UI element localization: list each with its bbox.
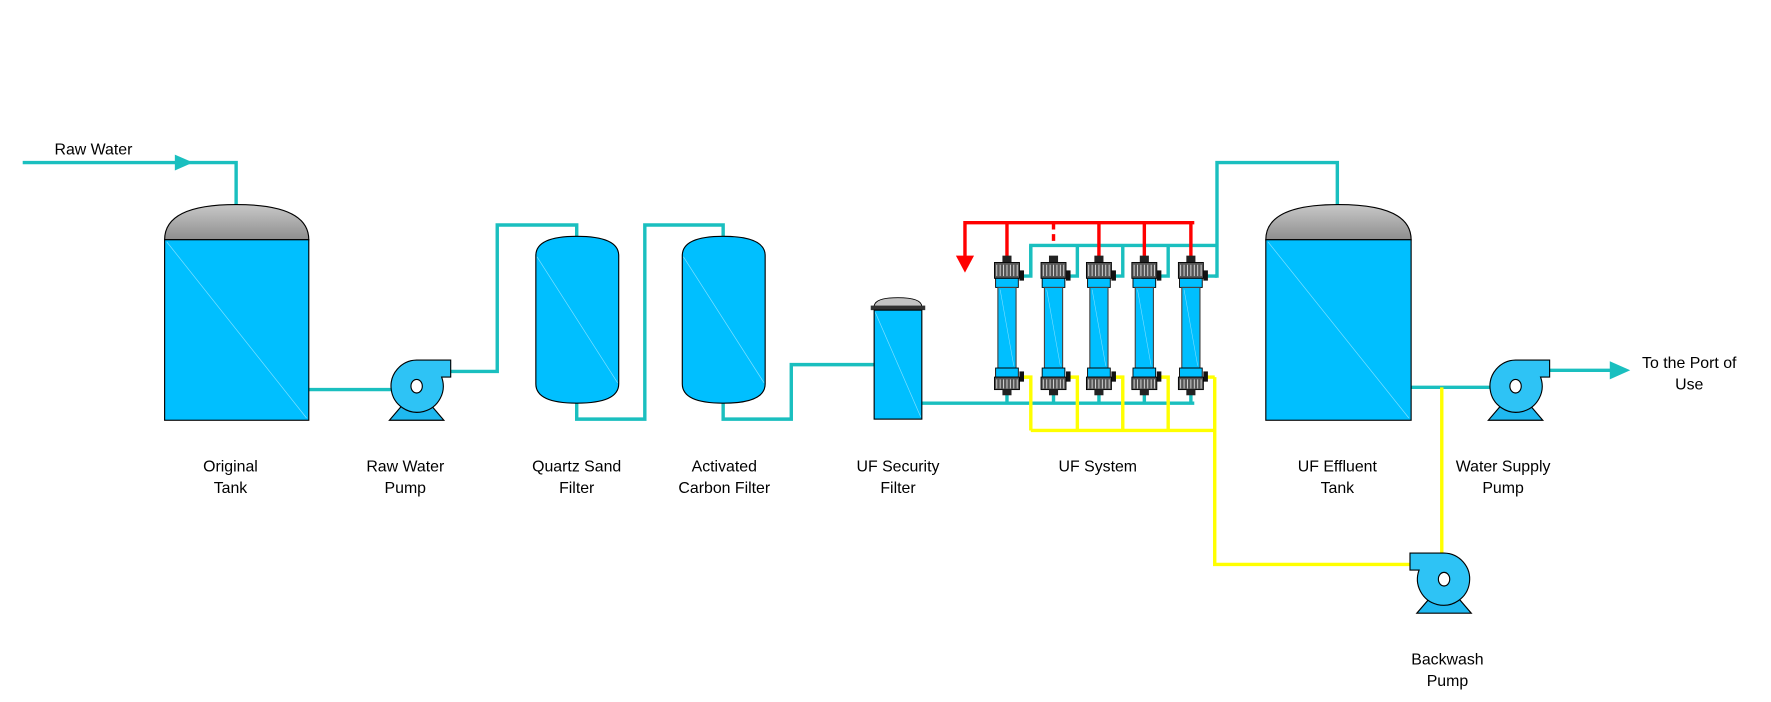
top-nozzle [1048, 255, 1059, 263]
top-band [1132, 277, 1157, 288]
backwash-pump-label: Backwash [1411, 651, 1483, 668]
raw-water-pump-label-2: Pump [385, 480, 427, 497]
bottom-band [1087, 367, 1111, 378]
bottom-side-port [1111, 371, 1116, 382]
bottom-side-port [1203, 371, 1208, 382]
bottom-band [1041, 367, 1066, 378]
drain-pipes [963, 221, 1195, 258]
quartz-sand-filter-label-2: Filter [559, 480, 595, 497]
top-side-port [1019, 270, 1025, 281]
backwash-drop-pipe [1069, 375, 1080, 431]
bottom-side-port [1066, 371, 1071, 382]
bottom-band [995, 367, 1019, 378]
uf-security-filter-label-2: Filter [880, 480, 916, 497]
bottom-band [1179, 367, 1203, 378]
bottom-side-port [1019, 371, 1025, 382]
bottom-nozzle [1094, 389, 1104, 396]
backwash-drop-pipe [1022, 375, 1033, 431]
pipe-carbon-to-security-filter [721, 362, 875, 421]
pump-eye [410, 378, 423, 394]
raw-water-inlet-pipe [22, 160, 238, 205]
uf-security-filter-label: UF Security [857, 458, 940, 475]
permeate-drop-pipe [1069, 245, 1080, 278]
top-nozzle [1094, 255, 1104, 263]
pipe-sand-to-carbon-filter [575, 223, 725, 421]
original-tank[interactable] [164, 203, 310, 421]
water-supply-pump-label-2: Pump [1482, 480, 1524, 497]
uf-effluent-tank-label-2: Tank [1321, 480, 1355, 497]
bottom-nozzle [1002, 389, 1012, 396]
permeate-drop-pipe [1114, 245, 1125, 278]
raw-water-label: Raw Water [54, 142, 133, 159]
backwash-drop-pipe [1160, 375, 1170, 431]
uf-membrane-module[interactable] [994, 255, 1025, 396]
backwash-drop-pipe [1114, 375, 1125, 431]
top-side-port [1111, 270, 1116, 281]
permeate-drop-pipe [1022, 245, 1033, 278]
top-band [995, 277, 1019, 288]
top-nozzle [1139, 255, 1149, 263]
pump-eye [1437, 571, 1451, 587]
pipe-pump-to-sand-filter [450, 223, 579, 374]
top-side-port [1203, 270, 1208, 281]
backwash-pump[interactable] [1409, 552, 1473, 614]
uf-effluent-tank-label: UF Effluent [1298, 458, 1378, 475]
top-nozzle [1002, 255, 1012, 263]
quartz-sand-filter[interactable] [535, 235, 620, 404]
top-band [1179, 277, 1203, 288]
backwash-main-pipe [1213, 377, 1412, 567]
uf-membrane-module[interactable] [1085, 255, 1116, 396]
top-band [1041, 277, 1066, 288]
pump-eye [1509, 378, 1522, 394]
uf-membrane-module[interactable] [1177, 255, 1208, 396]
outlet-arrow-icon [1609, 361, 1631, 380]
bottom-side-port [1156, 371, 1162, 382]
backwash-pump-label-2: Pump [1427, 673, 1469, 690]
bottom-nozzle [1048, 389, 1059, 396]
uf-system [994, 255, 1208, 396]
drain-arrow-icon [955, 255, 975, 273]
original-tank-label: Original [203, 458, 258, 475]
quartz-sand-filter-label: Quartz Sand [532, 458, 621, 475]
top-side-port [1066, 270, 1071, 281]
bottom-nozzle [1139, 389, 1149, 396]
activated-carbon-filter-label: Activated [692, 458, 757, 475]
to-port-of-use-label-2: Use [1675, 377, 1703, 394]
uf-membrane-module[interactable] [1131, 255, 1162, 396]
water-supply-pump-label: Water Supply [1456, 458, 1551, 475]
activated-carbon-filter[interactable] [681, 235, 766, 404]
raw-water-pump-label: Raw Water [366, 458, 445, 475]
raw-water-pump[interactable] [388, 359, 452, 421]
permeate-drop-pipe [1160, 245, 1170, 278]
uf-membrane-module[interactable] [1040, 255, 1071, 396]
top-side-port [1156, 270, 1162, 281]
original-tank-label-2: Tank [214, 480, 248, 497]
bottom-nozzle [1186, 389, 1196, 396]
uf-effluent-tank[interactable] [1265, 203, 1412, 421]
activated-carbon-filter-label-2: Carbon Filter [678, 480, 770, 497]
top-nozzle [1186, 255, 1196, 263]
drain-header [963, 221, 1195, 258]
uf-security-filter[interactable] [870, 297, 926, 420]
raw-water-arrow-icon [174, 154, 193, 171]
water-supply-pump[interactable] [1487, 359, 1551, 421]
uf-system-label: UF System [1059, 458, 1138, 475]
bottom-band [1132, 367, 1157, 378]
top-band [1087, 277, 1111, 288]
to-port-of-use-label: To the Port of [1642, 355, 1737, 372]
